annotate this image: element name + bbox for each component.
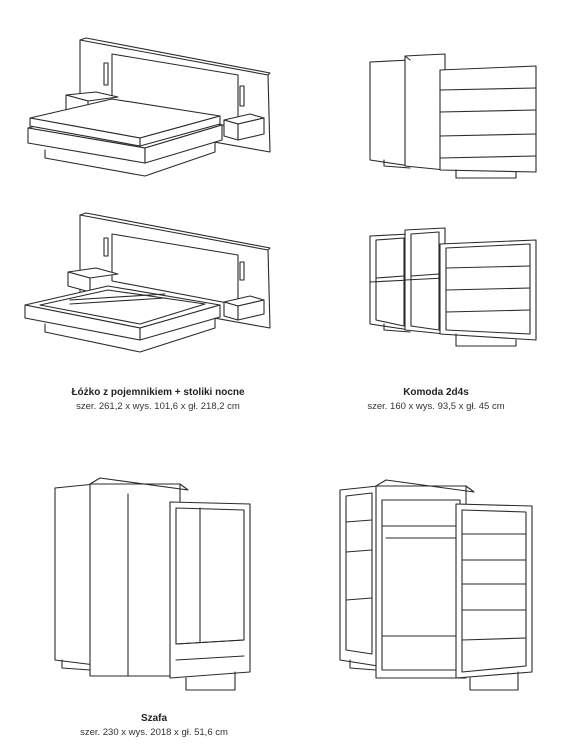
product-dimensions: szer. 230 x wys. 2018 x gł. 51,6 cm xyxy=(80,727,228,738)
bed-open xyxy=(24,212,271,353)
dresser-open xyxy=(369,227,537,347)
wardrobe-closed xyxy=(54,477,251,691)
bed-caption: Łóżko z pojemnikiem + stoliki nocne szer… xyxy=(28,386,288,413)
product-name: Szafa xyxy=(140,713,168,724)
wardrobe-caption: Szafa szer. 230 x wys. 2018 x gł. 51,6 c… xyxy=(24,712,284,739)
dresser-caption: Komoda 2d4s szer. 160 x wys. 93,5 x gł. … xyxy=(306,386,566,413)
product-name: Łóżko z pojemnikiem + stoliki nocne xyxy=(71,387,245,398)
product-name: Komoda 2d4s xyxy=(403,387,469,398)
product-dimensions: szer. 160 x wys. 93,5 x gł. 45 cm xyxy=(367,401,505,412)
bed-closed xyxy=(27,37,271,177)
dresser-closed xyxy=(369,53,537,179)
wardrobe-open xyxy=(339,479,533,691)
product-dimensions: szer. 261,2 x wys. 101,6 x gł. 218,2 cm xyxy=(76,401,240,412)
